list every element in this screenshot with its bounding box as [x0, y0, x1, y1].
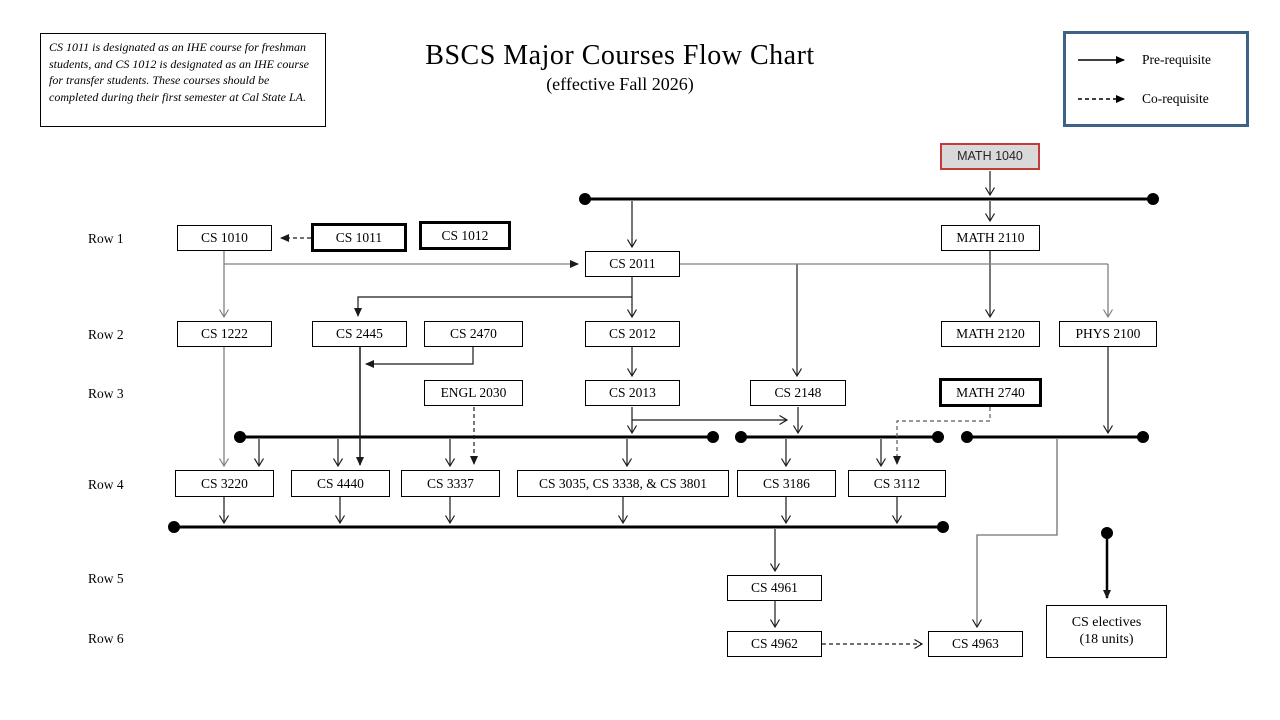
course-phys-2100: PHYS 2100 — [1059, 321, 1157, 347]
legend-prerequisite: Pre-requisite — [1076, 52, 1236, 68]
row-4-label: Row 4 — [88, 477, 124, 492]
course-cs-3112: CS 3112 — [848, 470, 946, 497]
solid-arrow-icon — [1078, 55, 1125, 64]
dashed-arrow-icon — [1078, 94, 1125, 103]
course-cs-4962: CS 4962 — [727, 631, 822, 657]
course-cs-3337: CS 3337 — [401, 470, 500, 497]
course-math-2110: MATH 2110 — [941, 225, 1040, 251]
row-6-label: Row 6 — [88, 631, 124, 646]
row-3-label: Row 3 — [88, 386, 124, 401]
course-cs-1222: CS 1222 — [177, 321, 272, 347]
course-cs-2148: CS 2148 — [750, 380, 846, 406]
course-cs-3035-3338-3801-group: CS 3035, CS 3338, & CS 3801 — [517, 470, 729, 497]
course-cs-2011: CS 2011 — [585, 251, 680, 277]
course-math-2120: MATH 2120 — [941, 321, 1040, 347]
title-block: BSCS Major Courses Flow Chart (effective… — [330, 40, 910, 95]
course-cs-4440: CS 4440 — [291, 470, 390, 497]
legend-prerequisite-label: Pre-requisite — [1142, 51, 1211, 67]
course-cs-4961: CS 4961 — [727, 575, 822, 601]
legend: Pre-requisite Co-requisite — [1063, 31, 1249, 127]
course-cs-2470: CS 2470 — [424, 321, 523, 347]
cs-electives-line2: (18 units) — [1079, 631, 1134, 647]
row-2-label: Row 2 — [88, 327, 124, 342]
legend-corequisite: Co-requisite — [1076, 91, 1236, 107]
course-cs-3186: CS 3186 — [737, 470, 836, 497]
course-cs-1011: CS 1011 — [311, 223, 407, 252]
course-cs-1010: CS 1010 — [177, 225, 272, 251]
course-math-1040: MATH 1040 — [940, 143, 1040, 170]
course-cs-2445: CS 2445 — [312, 321, 407, 347]
page-subtitle: (effective Fall 2026) — [546, 74, 694, 94]
course-cs-1012: CS 1012 — [419, 221, 511, 250]
course-engl-2030: ENGL 2030 — [424, 380, 523, 406]
course-cs-2013: CS 2013 — [585, 380, 680, 406]
corequisite-lines — [280, 234, 991, 650]
ihe-note: CS 1011 is designated as an IHE course f… — [40, 33, 326, 127]
row-1-label: Row 1 — [88, 231, 124, 246]
course-math-2740: MATH 2740 — [939, 378, 1042, 407]
legend-corequisite-label: Co-requisite — [1142, 90, 1209, 106]
gray-lines — [218, 251, 1114, 629]
row-5-label: Row 5 — [88, 571, 124, 586]
course-cs-electives: CS electives (18 units) — [1046, 605, 1167, 658]
cs-electives-line1: CS electives — [1071, 615, 1142, 631]
course-cs-2012: CS 2012 — [585, 321, 680, 347]
course-cs-3220: CS 3220 — [175, 470, 274, 497]
course-cs-4963: CS 4963 — [928, 631, 1023, 657]
page-title: BSCS Major Courses Flow Chart — [425, 40, 815, 71]
